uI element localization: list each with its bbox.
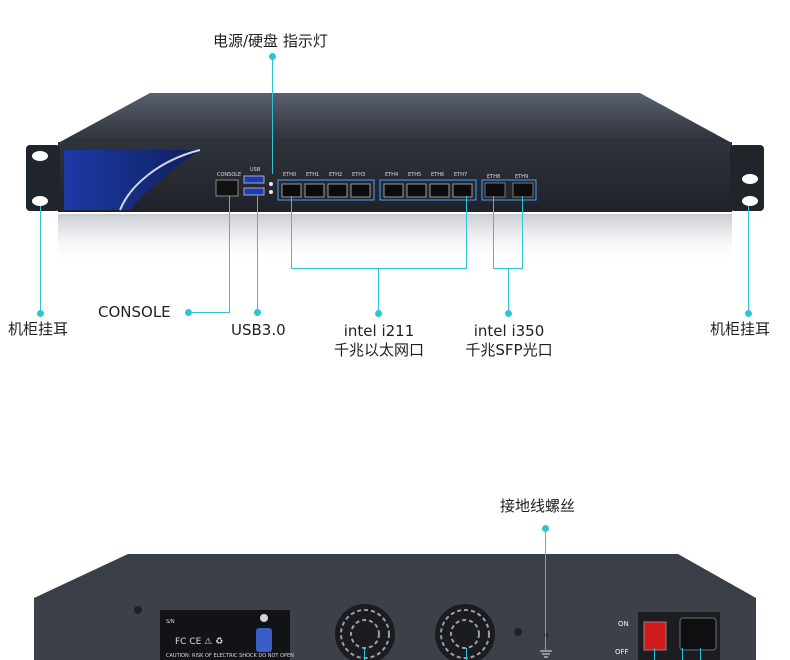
eth-label: ETH0 bbox=[283, 172, 296, 178]
intel-i350-line1: intel i350 bbox=[473, 322, 545, 340]
usb-port-bottom bbox=[243, 187, 265, 196]
rj45-port-icon bbox=[383, 183, 404, 198]
rj45-port-icon bbox=[406, 183, 427, 198]
rack-ear-right-label: 机柜挂耳 bbox=[710, 320, 771, 338]
rack-ear-left bbox=[26, 145, 60, 211]
rj45-port-icon bbox=[429, 183, 450, 198]
console-port bbox=[215, 179, 239, 197]
eth-labels: ETH0 ETH1 ETH2 ETH3 ETH4 ETH5 ETH6 ETH7 bbox=[283, 172, 467, 178]
power-off-label: OFF bbox=[615, 648, 629, 656]
fan-icon bbox=[435, 604, 495, 660]
sn-label: S/N bbox=[166, 619, 175, 625]
console-panel-label: CONSOLE bbox=[217, 172, 241, 178]
rack-ear-left-label: 机柜挂耳 bbox=[8, 320, 69, 338]
intel-i350-line2: 千兆SFP光口 bbox=[465, 341, 553, 359]
intel-i211-line1: intel i211 bbox=[343, 322, 415, 340]
rj45-port-icon bbox=[327, 183, 348, 198]
rear-chassis: S/N FC CE ⚠ ♻ CAUTION: RISK OF ELECTRIC … bbox=[34, 554, 756, 660]
usb-panel-label: USB bbox=[250, 167, 261, 173]
cert-marks: FC CE ⚠ ♻ bbox=[175, 637, 223, 647]
intel-i211-line2: 千兆以太网口 bbox=[333, 341, 424, 359]
rj45-port-icon bbox=[304, 183, 325, 198]
eth-label: ETH6 bbox=[431, 172, 444, 178]
usb-label: USB3.0 bbox=[231, 321, 286, 339]
power-switch-icon bbox=[643, 621, 667, 651]
console-label: CONSOLE bbox=[98, 303, 171, 321]
usb-port-top bbox=[243, 175, 265, 184]
eth-label: ETH1 bbox=[306, 172, 319, 178]
power-socket-icon bbox=[679, 617, 717, 651]
sfp-port-eth8 bbox=[484, 182, 506, 198]
eth-label: ETH7 bbox=[454, 172, 467, 178]
sfp-port-eth9 bbox=[512, 182, 534, 198]
eth-label: ETH4 bbox=[385, 172, 398, 178]
rj45-ports bbox=[281, 183, 473, 198]
eth-label: ETH2 bbox=[329, 172, 342, 178]
caution-text: CAUTION: RISK OF ELECTRIC SHOCK DO NOT O… bbox=[166, 653, 294, 659]
intel-i350-label: intel i350 千兆SFP光口 bbox=[458, 322, 560, 360]
fan-icon bbox=[335, 604, 395, 660]
ground-screw-label: 接地线螺丝 bbox=[500, 497, 576, 515]
power-led-label: 电源/硬盘 指示灯 bbox=[213, 32, 328, 50]
power-on-label: ON bbox=[618, 620, 629, 628]
eth-label: ETH3 bbox=[352, 172, 365, 178]
vga-port-icon bbox=[256, 628, 272, 652]
sfp-label-eth9: ETH9 bbox=[515, 174, 528, 180]
sfp-label-eth8: ETH8 bbox=[487, 174, 500, 180]
rj45-port-icon bbox=[452, 183, 473, 198]
eth-label: ETH5 bbox=[408, 172, 421, 178]
intel-i211-label: intel i211 千兆以太网口 bbox=[328, 322, 430, 360]
front-chassis: CONSOLE USB ETH0 ETH1 ETH2 ETH3 ETH4 ETH5 ETH6… bbox=[26, 93, 764, 264]
rj45-port-icon bbox=[350, 183, 371, 198]
